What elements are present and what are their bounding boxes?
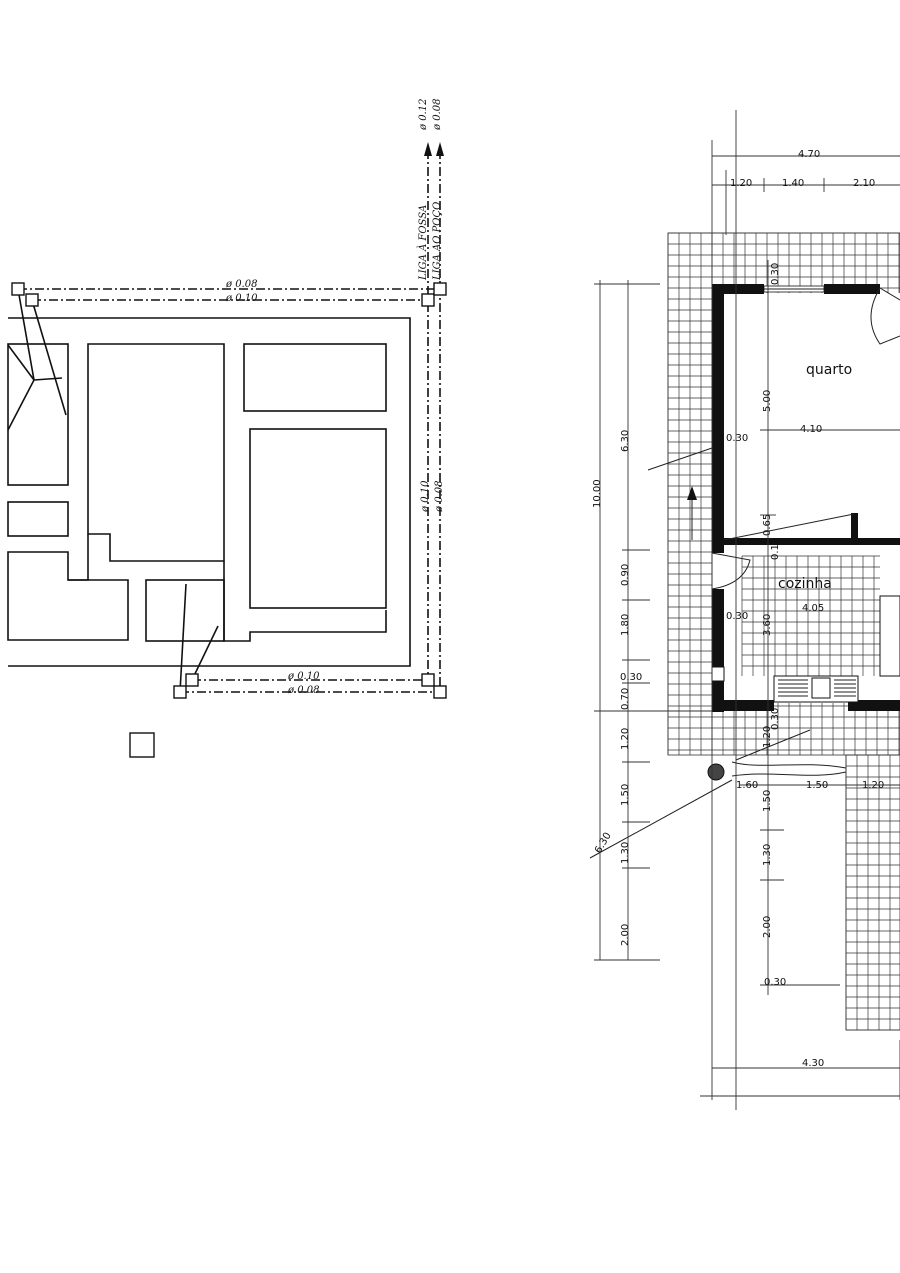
wall-bottom-right	[848, 700, 900, 711]
plot-left-upper	[7, 343, 69, 486]
dim-top-seg1: 1.20	[730, 178, 752, 189]
corridor-diagonal	[723, 513, 855, 541]
plot-top-right	[243, 343, 387, 412]
wall-left	[712, 284, 724, 712]
pipe-diag-1	[31, 299, 67, 416]
dim-sill-065: 0.65	[762, 514, 773, 536]
plot-left-lower	[7, 551, 129, 641]
dim-outer-total: 10.00	[592, 479, 603, 508]
dim-outer-070: 0.70	[620, 688, 631, 710]
pipe-label-top-upper: ø 0.08	[225, 279, 257, 290]
plot-center-left	[87, 343, 225, 562]
inspection-box	[129, 732, 155, 758]
floor-plan: quarto cozinha 4.70 1.20 1.40 2.10 4.10 …	[589, 110, 900, 1110]
site-plan: ø 0.08 ø 0.10 ø 0.10 ø 0.08 ø 0.10 ø 0.0…	[7, 99, 447, 758]
node	[433, 685, 447, 699]
pipe-label-bottom-upper: ø 0.10	[287, 671, 320, 682]
dim-outer-150: 1.50	[620, 784, 631, 806]
dim-wall-low: 0.30	[770, 708, 781, 730]
dim-outer-630: 6.30	[620, 430, 631, 452]
room-label-quarto: quarto	[806, 362, 852, 378]
dim-150-h: 1.50	[806, 780, 828, 791]
dim-cozinha-width: 4.05	[802, 603, 824, 614]
lower-boundary	[223, 561, 387, 642]
window-left	[711, 666, 725, 682]
entry-arrow	[687, 486, 697, 500]
dim-top-seg3: 2.10	[853, 178, 875, 189]
dim-150-v: 1.50	[762, 790, 773, 812]
dim-cozinha-height: 3.60	[762, 614, 773, 636]
lot-boundary	[8, 317, 411, 667]
wall-top-right	[824, 284, 880, 294]
dim-120-v: 1.20	[762, 726, 773, 748]
dimension-lines	[594, 110, 900, 1110]
room-label-cozinha: cozinha	[778, 576, 832, 592]
wall-mid	[724, 538, 900, 545]
dim-quarto-height: 5.00	[762, 390, 773, 412]
dim-quarto-width: 4.10	[800, 424, 822, 435]
dim-top-seg2: 1.40	[782, 178, 804, 189]
dim-160: 1.60	[736, 780, 758, 791]
entry-path	[707, 761, 847, 781]
door-swing-quarto	[870, 287, 900, 345]
sink-bowl	[811, 677, 831, 699]
pipe-diag-3	[7, 379, 35, 431]
node	[185, 673, 199, 687]
pipe-label-right-inner: ø 0.08	[434, 481, 445, 513]
plot-step-line	[68, 534, 89, 581]
dim-top-total: 4.70	[798, 149, 820, 160]
pipe-diag-6	[179, 583, 187, 693]
dim-sill-015: 0.15	[770, 538, 781, 560]
dim-wall-mid: 0.30	[726, 433, 748, 444]
pipe-label-bottom-lower: ø 0.08	[287, 685, 319, 696]
dim-130-v: 1.30	[762, 844, 773, 866]
pipe-diag-7	[191, 625, 219, 681]
wall-mid-stub	[851, 513, 858, 543]
node	[433, 282, 447, 296]
riser-note-right: LIGA AO POÇO	[432, 202, 443, 281]
wall-top-left	[712, 284, 764, 294]
pipe-label-right-outer: ø 0.10	[420, 480, 431, 513]
dim-120-h: 1.20	[862, 780, 884, 791]
riser-diameter-right: ø 0.08	[432, 99, 443, 131]
node	[173, 685, 187, 699]
dim-diag-630: 6.30	[593, 831, 614, 856]
dim-outer-130: 1.30	[620, 842, 631, 864]
pipe-diag-4	[33, 377, 63, 381]
sink-lines	[778, 679, 856, 697]
corridor-white	[730, 515, 854, 541]
dim-outer-180: 1.80	[620, 614, 631, 636]
counter-right	[879, 595, 900, 677]
dim-outer-030: 0.30	[620, 672, 642, 683]
wall-bottom-left	[712, 700, 774, 711]
dim-bottom-total: 4.30	[802, 1058, 824, 1069]
dim-outer-090: 0.90	[620, 564, 631, 586]
plot-left-mid	[7, 501, 69, 537]
kitchen-tiles	[741, 555, 880, 676]
node	[421, 673, 435, 687]
dim-200-v: 2.00	[762, 916, 773, 938]
dim-wall-coz: 0.30	[726, 611, 748, 622]
dim-outer-120: 1.20	[620, 728, 631, 750]
dim-outer-200: 2.00	[620, 924, 631, 946]
arrow-up-right	[436, 142, 444, 156]
door-gap	[712, 553, 724, 589]
dim-wall-top: 0.30	[770, 263, 781, 285]
riser-note-left: LIGA À FOSSA	[417, 205, 429, 281]
riser-diameter-left: ø 0.12	[418, 99, 429, 131]
arrow-up-left	[424, 142, 432, 156]
pipe-diag-5	[7, 344, 35, 381]
plot-right-large	[249, 428, 387, 609]
node	[421, 293, 435, 307]
node	[11, 282, 25, 296]
quarto-floor	[724, 293, 900, 543]
pipe-label-top-lower: ø 0.10	[225, 293, 258, 304]
pipe-diag-2	[17, 288, 35, 381]
dim-wall-bottom: 0.30	[764, 977, 786, 988]
node	[25, 293, 39, 307]
